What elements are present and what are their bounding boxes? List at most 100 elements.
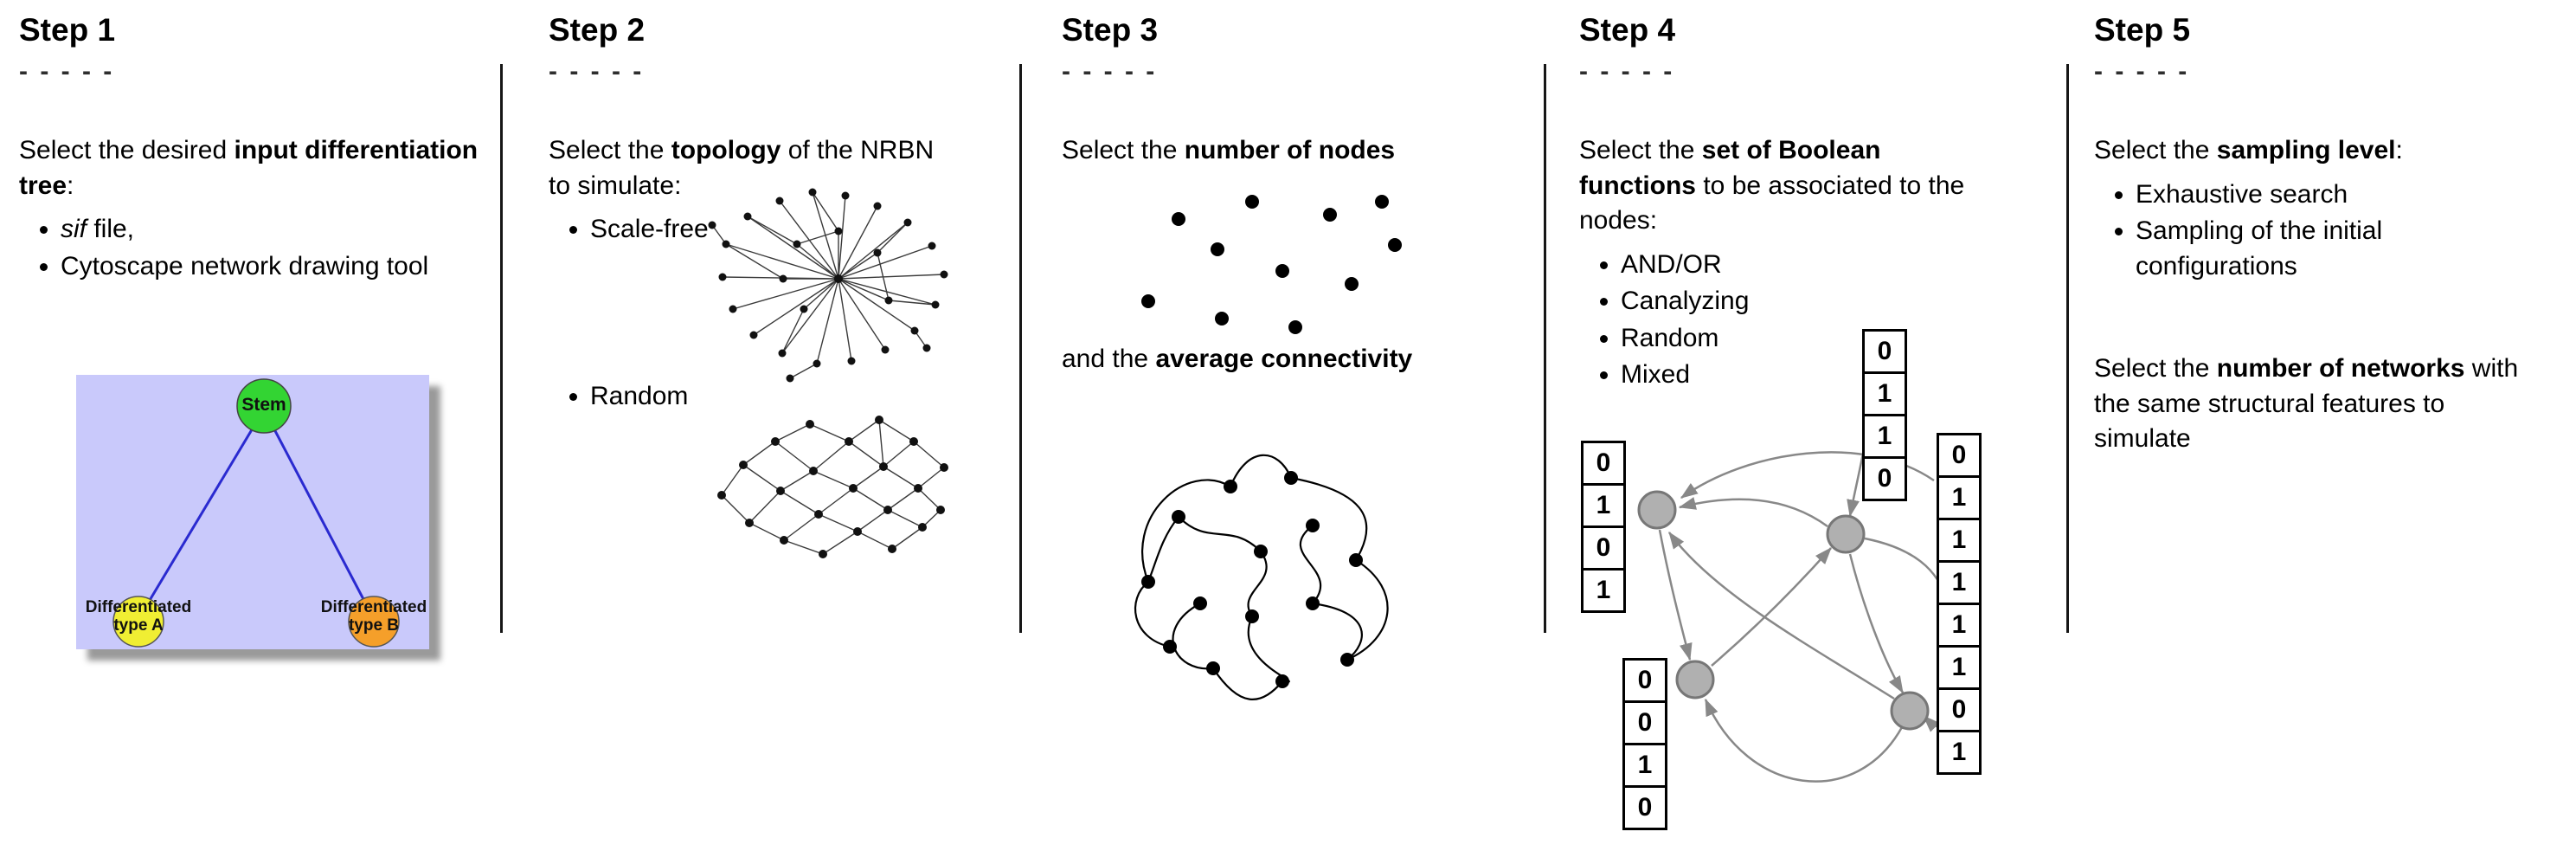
text-segment: input differentiation tree: [19, 136, 479, 200]
step-3-column: Step 3 - - - - - Select the number of no…: [1062, 0, 1533, 851]
scale-free-nodes: [708, 188, 948, 383]
step-2-bullet-scale-free: Scale-free: [556, 212, 1007, 248]
arrow-edge: [1848, 553, 1905, 694]
step-1-instruction: Select the desired input differentiation…: [19, 133, 493, 203]
truth-table-cell: 1: [1862, 371, 1907, 416]
column-divider: [1019, 64, 1022, 633]
dashed-separator: - - - - -: [1579, 57, 1675, 86]
text-segment: file,: [87, 215, 135, 243]
bullet-item-random-fn: Random: [1621, 321, 2057, 357]
truth-table-cell: 0: [1622, 785, 1667, 830]
network-node: [1675, 660, 1715, 699]
text-segment: Select the: [2094, 136, 2217, 164]
truth-table-cell: 1: [1581, 483, 1626, 528]
arrow-edge: [1711, 547, 1832, 667]
arrow-edge: [1658, 529, 1693, 661]
type-a-label-line1: Differentiated: [85, 598, 192, 616]
truth-table-cell: 0: [1937, 433, 1982, 478]
step-1-column: Step 1 - - - - - Select the desired inpu…: [19, 0, 493, 851]
type-b-label-line2: type B: [348, 616, 400, 635]
step-5-column: Step 5 - - - - - Select the sampling lev…: [2094, 0, 2544, 851]
step-2-title: Step 2: [549, 12, 646, 48]
step-5-instruction-networks: Select the number of networks with the s…: [2094, 351, 2535, 457]
boolean-network-nodes: [1637, 490, 1930, 731]
connectivity-edges: [1134, 454, 1389, 700]
text-segment: Canalyzing: [1621, 287, 1750, 315]
text-segment: Cytoscape network drawing tool: [61, 251, 429, 280]
stem-node-label: Stem: [241, 395, 286, 415]
truth-table-cell: 1: [1862, 414, 1907, 459]
step-3-instruction-nodes: Select the number of nodes: [1062, 133, 1533, 169]
stem-node: [236, 378, 292, 434]
text-segment: Random: [590, 381, 689, 410]
truth-table-cell: 1: [1937, 475, 1982, 520]
step-1-title: Step 1: [19, 12, 116, 48]
step-4-column: Step 4 - - - - - Select the set of Boole…: [1579, 0, 2057, 851]
column-divider: [500, 64, 503, 633]
bullet-item-sampling-initial: Sampling of the initial configurations: [2136, 214, 2544, 284]
truth-table-cell: 0: [1581, 525, 1626, 571]
network-node: [1890, 691, 1930, 731]
truth-table-cell: 0: [1862, 329, 1907, 374]
bullet-item-random: Random: [590, 379, 1007, 415]
text-segment: number of networks: [2216, 354, 2465, 383]
step-5-title: Step 5: [2094, 12, 2191, 48]
truth-table-cell: 1: [1622, 743, 1667, 788]
network-node: [1637, 490, 1677, 530]
network-node: [1826, 514, 1866, 554]
type-b-node: [348, 596, 400, 648]
step-2-bullet-random: Random: [556, 379, 1007, 415]
arrow-edge: [1704, 698, 1904, 783]
text-segment: AND/OR: [1621, 249, 1722, 279]
connectivity-graph-illustration: [1134, 454, 1389, 700]
column-divider: [1544, 64, 1546, 633]
bullet-item-canalyzing: Canalyzing: [1621, 284, 2057, 319]
column-divider: [2066, 64, 2069, 633]
step-4-title: Step 4: [1579, 12, 1676, 48]
dashed-separator: - - - - -: [549, 57, 645, 86]
node-dots: [1141, 195, 1402, 334]
text-segment: Select the: [1062, 136, 1185, 164]
arrow-edge: [1678, 497, 1828, 528]
random-edges: [721, 419, 945, 555]
text-segment: Mixed: [1621, 360, 1691, 389]
text-segment: Random: [1621, 323, 1719, 352]
text-segment: number of nodes: [1184, 136, 1396, 164]
edge-stem-to-type-a: [137, 409, 266, 620]
truth-table-cell: 0: [1622, 700, 1667, 745]
step-3-title: Step 3: [1062, 12, 1159, 48]
scale-free-network-illustration: [708, 188, 948, 383]
differentiation-tree-svg: [76, 375, 429, 649]
text-segment: and the: [1062, 344, 1156, 373]
type-a-node-label: Differentiated type A: [65, 598, 212, 635]
type-a-label-line2: type A: [113, 616, 164, 635]
text-segment: topology: [671, 136, 781, 164]
truth-table-cell: 1: [1937, 603, 1982, 648]
bullet-item-scale-free: Scale-free: [590, 212, 1007, 248]
bullet-item-mixed: Mixed: [1621, 358, 2057, 393]
text-segment: :: [2395, 136, 2403, 164]
text-segment: to be associated to the nodes:: [1579, 171, 1965, 235]
bullet-item-cytoscape: Cytoscape network drawing tool: [61, 249, 493, 285]
truth-table-cell: 1: [1937, 645, 1982, 690]
text-segment: :: [67, 171, 74, 200]
dashed-separator: - - - - -: [19, 57, 115, 86]
step-2-column: Step 2 - - - - - Select the topology of …: [549, 0, 1007, 851]
text-segment: average connectivity: [1155, 344, 1413, 373]
truth-table-cell: 0: [1937, 687, 1982, 732]
truth-table-cell: 1: [1581, 568, 1626, 613]
text-segment: sif: [61, 215, 87, 243]
scale-free-edges: [711, 191, 945, 379]
random-nodes: [717, 416, 948, 558]
differentiation-tree-illustration: Stem Differentiated type A Differentiate…: [76, 375, 429, 649]
step-5-bullet-list: Exhaustive search Sampling of the initia…: [2101, 177, 2544, 285]
truth-table-cell: 1: [1937, 518, 1982, 563]
text-segment: Select the: [1579, 136, 1702, 164]
text-segment: Sampling of the initial configurations: [2136, 216, 2383, 280]
